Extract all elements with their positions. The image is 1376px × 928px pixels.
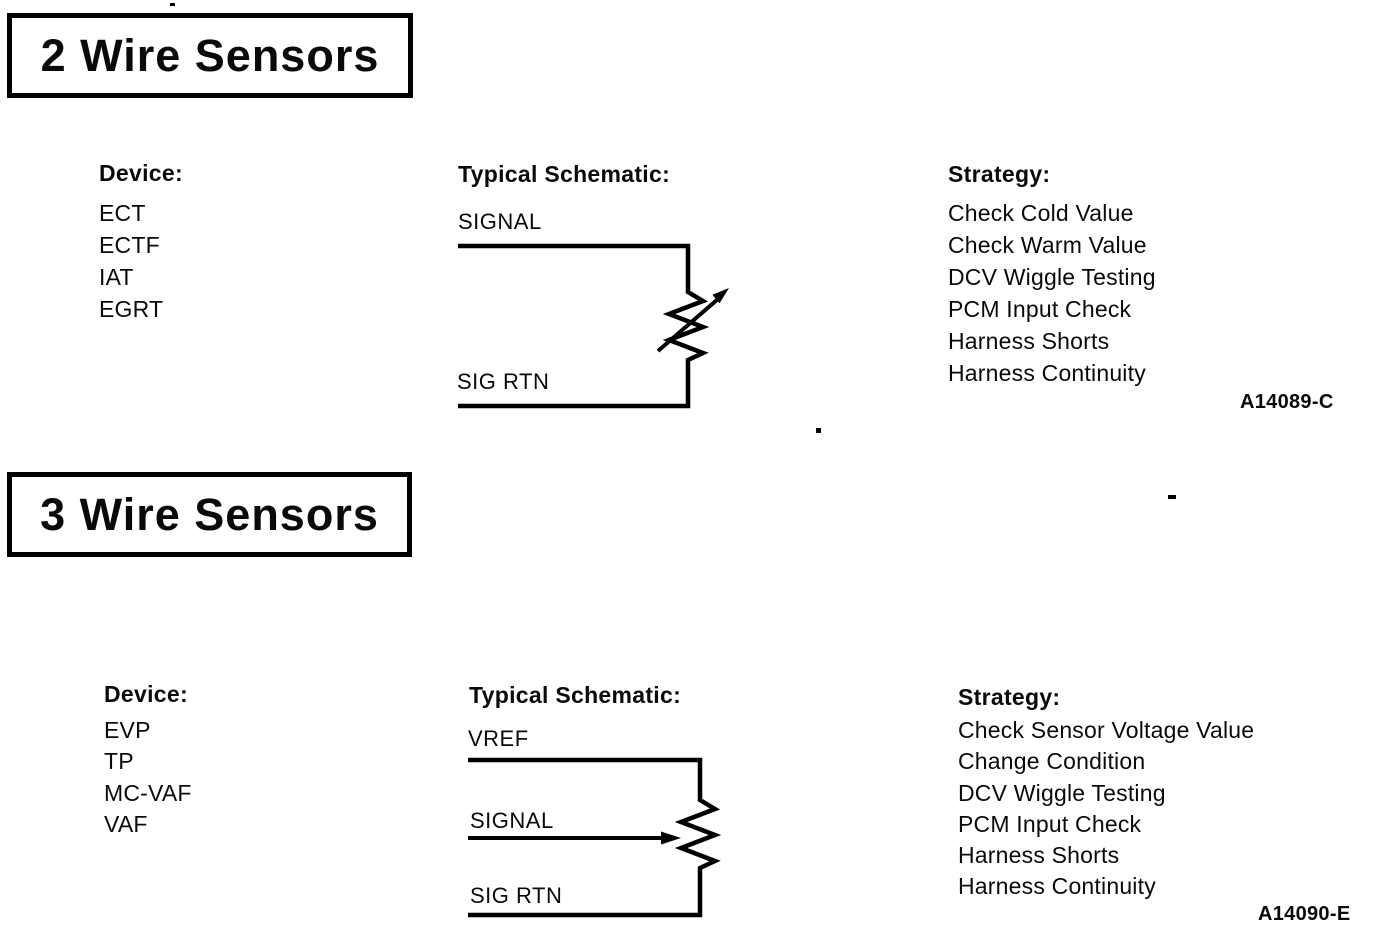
strategy-item: Check Sensor Voltage Value: [958, 717, 1255, 743]
device-item: ECTF: [99, 232, 160, 258]
figure-code: A14090-E: [1258, 903, 1351, 925]
section-title-box: 2 Wire Sensors: [7, 13, 413, 98]
variable-resistor-schematic: [458, 243, 729, 409]
sig-rtn-wire-label: SIG RTN: [457, 369, 550, 394]
section-title-box: 3 Wire Sensors: [7, 472, 412, 557]
strategy-item: Harness Continuity: [958, 873, 1156, 900]
device-item: TP: [104, 748, 134, 775]
strategy-item: Harness Shorts: [958, 842, 1120, 869]
figure-code: A14089-C: [1240, 391, 1334, 413]
strategy-item: Harness Shorts: [948, 328, 1110, 354]
device-item: ECT: [99, 200, 146, 226]
strategy-item: DCV Wiggle Testing: [958, 779, 1166, 806]
strategy-item: PCM Input Check: [958, 810, 1142, 837]
schematic-heading: Typical Schematic:: [469, 682, 682, 708]
vref-wire-label: VREF: [468, 726, 529, 751]
scan-speck: [1168, 495, 1176, 499]
strategy-heading: Strategy:: [948, 161, 1051, 187]
device-item: EGRT: [99, 296, 164, 322]
sig-rtn-wire-label: SIG RTN: [470, 883, 563, 908]
signal-wire-label: SIGNAL: [470, 808, 554, 833]
device-list: ECT ECTF IAT EGRT: [99, 197, 163, 325]
strategy-item: Change Condition: [958, 748, 1146, 775]
device-item: MC-VAF: [104, 779, 192, 806]
section-title: 3 Wire Sensors: [40, 488, 379, 540]
device-item: EVP: [104, 717, 151, 743]
strategy-item: Check Warm Value: [948, 232, 1147, 258]
strategy-item: Check Cold Value: [948, 200, 1134, 226]
strategy-list: Check Sensor Voltage Value Change Condit…: [958, 715, 1254, 903]
strategy-heading: Strategy:: [958, 684, 1061, 710]
strategy-item: Harness Continuity: [948, 360, 1146, 386]
device-heading: Device:: [99, 160, 183, 186]
device-item: VAF: [104, 810, 148, 837]
strategy-item: DCV Wiggle Testing: [948, 264, 1156, 290]
strategy-list: Check Cold Value Check Warm Value DCV Wi…: [948, 197, 1156, 389]
device-item: IAT: [99, 264, 134, 290]
strategy-item: PCM Input Check: [948, 296, 1132, 322]
scan-speck: [170, 3, 175, 6]
device-heading: Device:: [104, 681, 188, 707]
potentiometer-schematic: [468, 757, 722, 918]
device-list: EVP TP MC-VAF VAF: [104, 715, 192, 840]
signal-wire-label: SIGNAL: [458, 209, 542, 234]
scan-speck: [816, 428, 821, 433]
schematic-heading: Typical Schematic:: [458, 161, 671, 187]
section-title: 2 Wire Sensors: [40, 29, 380, 81]
